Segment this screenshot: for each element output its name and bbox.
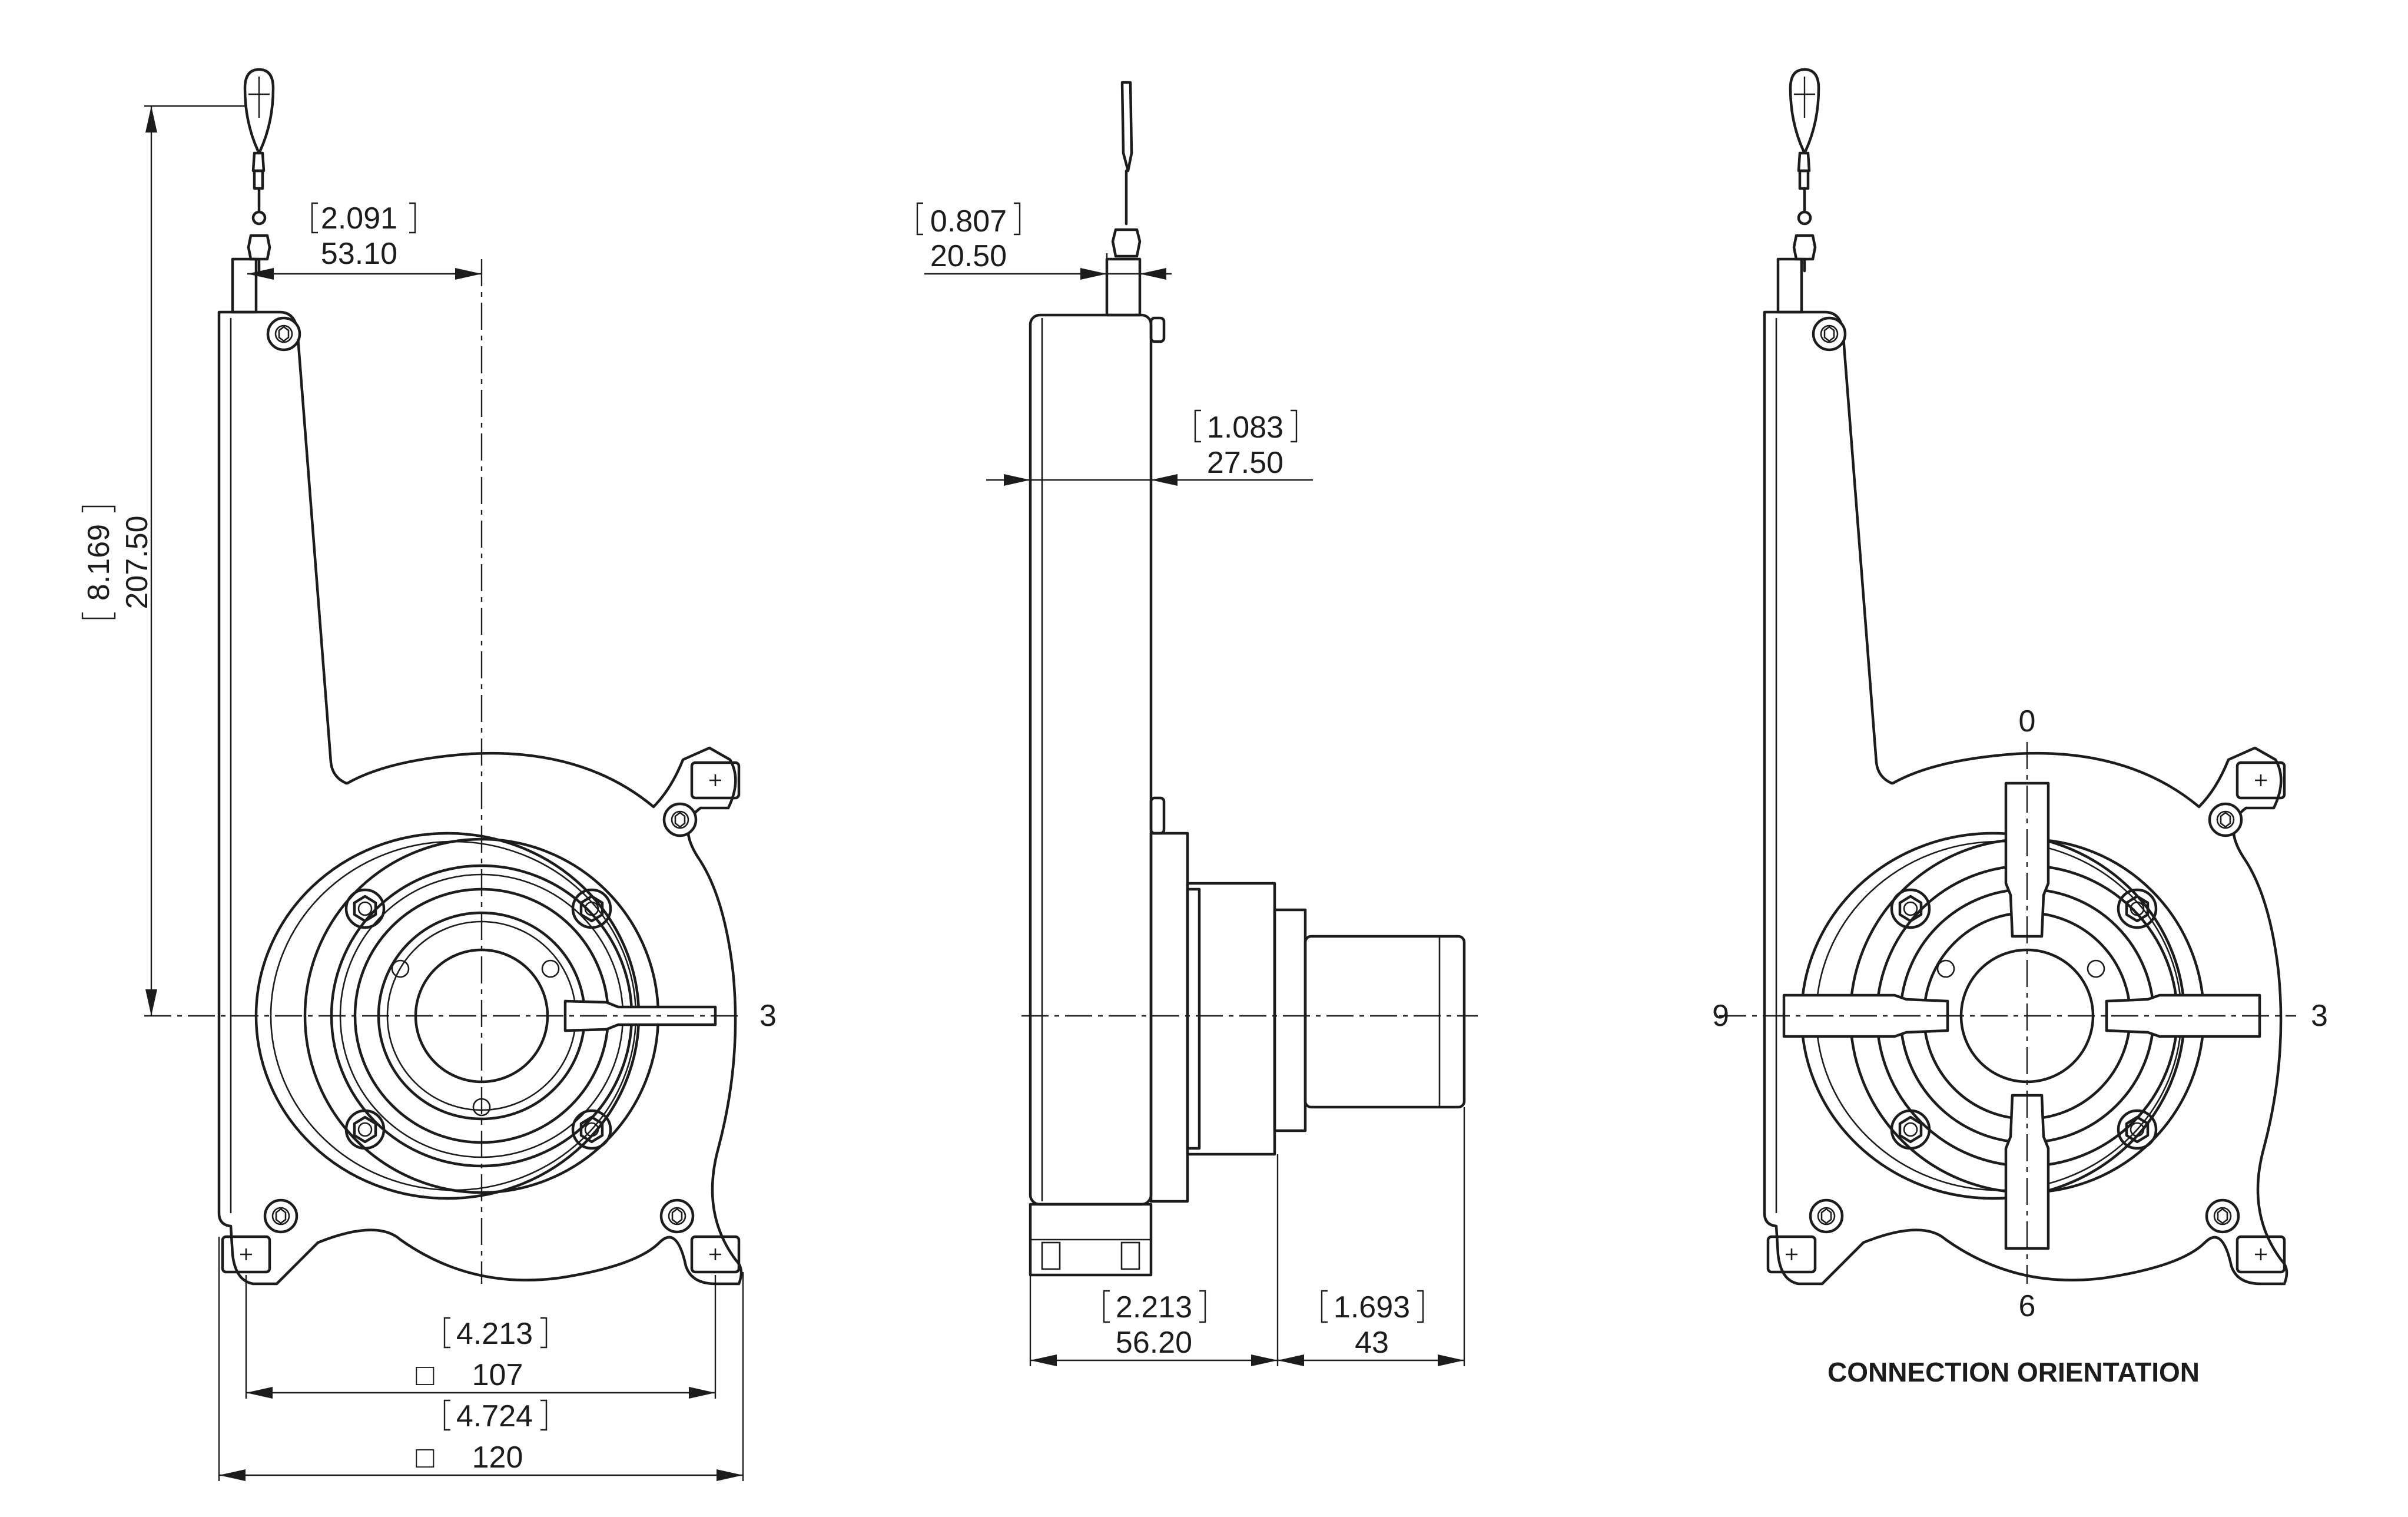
screw-hole-right xyxy=(664,804,696,836)
flange-hole-square: □ xyxy=(416,1358,434,1392)
cable-offset-dimension: 2.091 53.10 xyxy=(247,201,482,280)
height-mm: 207.50 xyxy=(120,515,154,609)
body-thickness-inch: 1.083 xyxy=(1207,410,1283,445)
screw-hole-bottom-right xyxy=(661,1200,693,1232)
cable-offset-mm: 53.10 xyxy=(321,237,397,271)
housing-depth-inch: 2.213 xyxy=(1116,1290,1192,1324)
flange-hole-inch: 4.213 xyxy=(456,1317,533,1351)
housing-depth-mm: 56.20 xyxy=(1116,1326,1192,1360)
side-connector xyxy=(1303,935,1466,1109)
flange-width-dimension: 4.724 □ 120 xyxy=(218,1237,744,1481)
connector-pin-position-0 xyxy=(2004,781,2050,938)
orientation-label-0: 0 xyxy=(2019,704,2036,738)
screw-hole-bottom-left xyxy=(265,1200,297,1232)
screw-hole-top-left xyxy=(268,318,300,350)
orientation-label-3: 3 xyxy=(2311,999,2328,1033)
flange-width-inch: 4.724 xyxy=(456,1399,533,1433)
connector-pin-position-3 xyxy=(2105,993,2261,1038)
side-cable-offset-dimension: 0.807 20.50 xyxy=(916,202,1172,283)
orientation-label-6: 6 xyxy=(2019,1289,2036,1323)
side-cable xyxy=(1105,81,1142,317)
body-thickness-dimension: 1.083 27.50 xyxy=(986,409,1313,486)
side-cable-offset-mm: 20.50 xyxy=(930,239,1007,273)
mounting-lug-top-right xyxy=(692,763,739,798)
height-dimension: 8.169 207.50 xyxy=(81,105,247,1016)
front-position-label: 3 xyxy=(759,999,777,1033)
cable-exit xyxy=(231,257,258,314)
side-housing xyxy=(1149,832,1189,1203)
orientation-caption: CONNECTION ORIENTATION xyxy=(1827,1357,2200,1387)
body-thickness-mm: 27.50 xyxy=(1207,446,1283,480)
flange-width-mm: 120 xyxy=(472,1440,523,1475)
housing-depth-dimension: 2.213 56.20 1.693 43 xyxy=(1029,1107,1465,1366)
flange-hole-dimension: 4.213 □ 107 xyxy=(245,1275,717,1399)
side-view: 0.807 20.50 1.083 27.50 2.213 56. xyxy=(916,81,1478,1366)
connector-length-mm: 43 xyxy=(1355,1326,1389,1360)
front-cable-and-clevis xyxy=(245,69,273,271)
flange-hole-mm: 107 xyxy=(472,1358,523,1392)
side-plate xyxy=(1029,313,1153,1206)
front-housing-outline xyxy=(219,312,741,1284)
side-cable-offset-inch: 0.807 xyxy=(930,204,1007,239)
front-view: 3 8.169 207.50 2.091 53.10 xyxy=(81,69,777,1481)
orientation-label-9: 9 xyxy=(1712,999,1729,1033)
height-inch: 8.169 xyxy=(82,524,116,601)
orientation-view: 0 3 6 9 CONNECTION ORIENTATION xyxy=(1712,69,2328,1387)
connector-length-inch: 1.693 xyxy=(1334,1290,1410,1324)
cable-offset-inch: 2.091 xyxy=(321,201,397,236)
flange-width-square: □ xyxy=(416,1440,434,1475)
mounting-lug-bottom-left xyxy=(223,1237,270,1272)
